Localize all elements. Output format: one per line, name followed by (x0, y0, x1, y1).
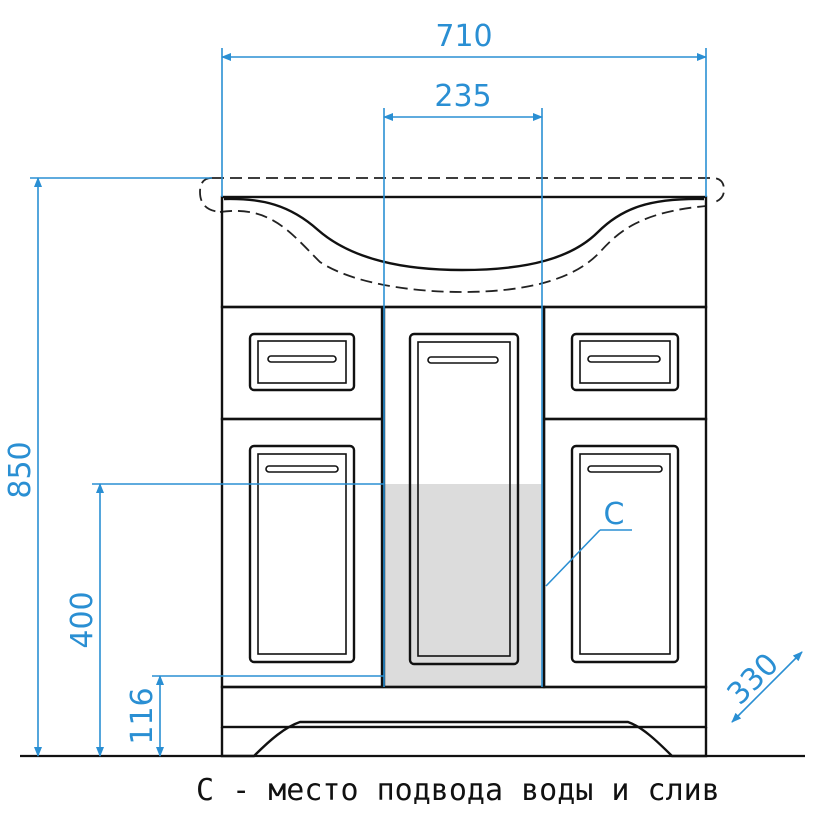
handle-icon (587, 355, 661, 363)
total-width-label: 710 (435, 19, 492, 54)
service-bottom-label: 116 (125, 687, 160, 744)
cabinet-body (220, 195, 708, 758)
door-right (570, 444, 680, 664)
drawer-left (248, 332, 356, 392)
dimension-total-width: 710 (221, 19, 707, 197)
caption: С - место подвода воды и слив (196, 773, 720, 808)
depth-label: 330 (721, 647, 786, 712)
handle-icon (265, 465, 339, 473)
dimension-height: 850 (3, 177, 212, 757)
dimension-depth: 330 (721, 647, 803, 723)
handle-icon (267, 355, 337, 363)
door-left (248, 444, 356, 664)
zone-callout: C (545, 497, 632, 587)
dimension-service-top: 400 (65, 483, 384, 757)
dimension-basin-width: 235 (383, 79, 543, 687)
handle-icon (587, 465, 663, 473)
dimension-service-bottom: 116 (125, 675, 384, 757)
handle-icon (427, 356, 499, 364)
drawer-right (570, 332, 680, 392)
door-center (408, 332, 520, 666)
basin-width-label: 235 (434, 79, 491, 114)
zone-label: C (604, 497, 625, 532)
service-top-label: 400 (65, 591, 100, 648)
basin-outline (199, 177, 725, 293)
height-label: 850 (3, 441, 38, 498)
